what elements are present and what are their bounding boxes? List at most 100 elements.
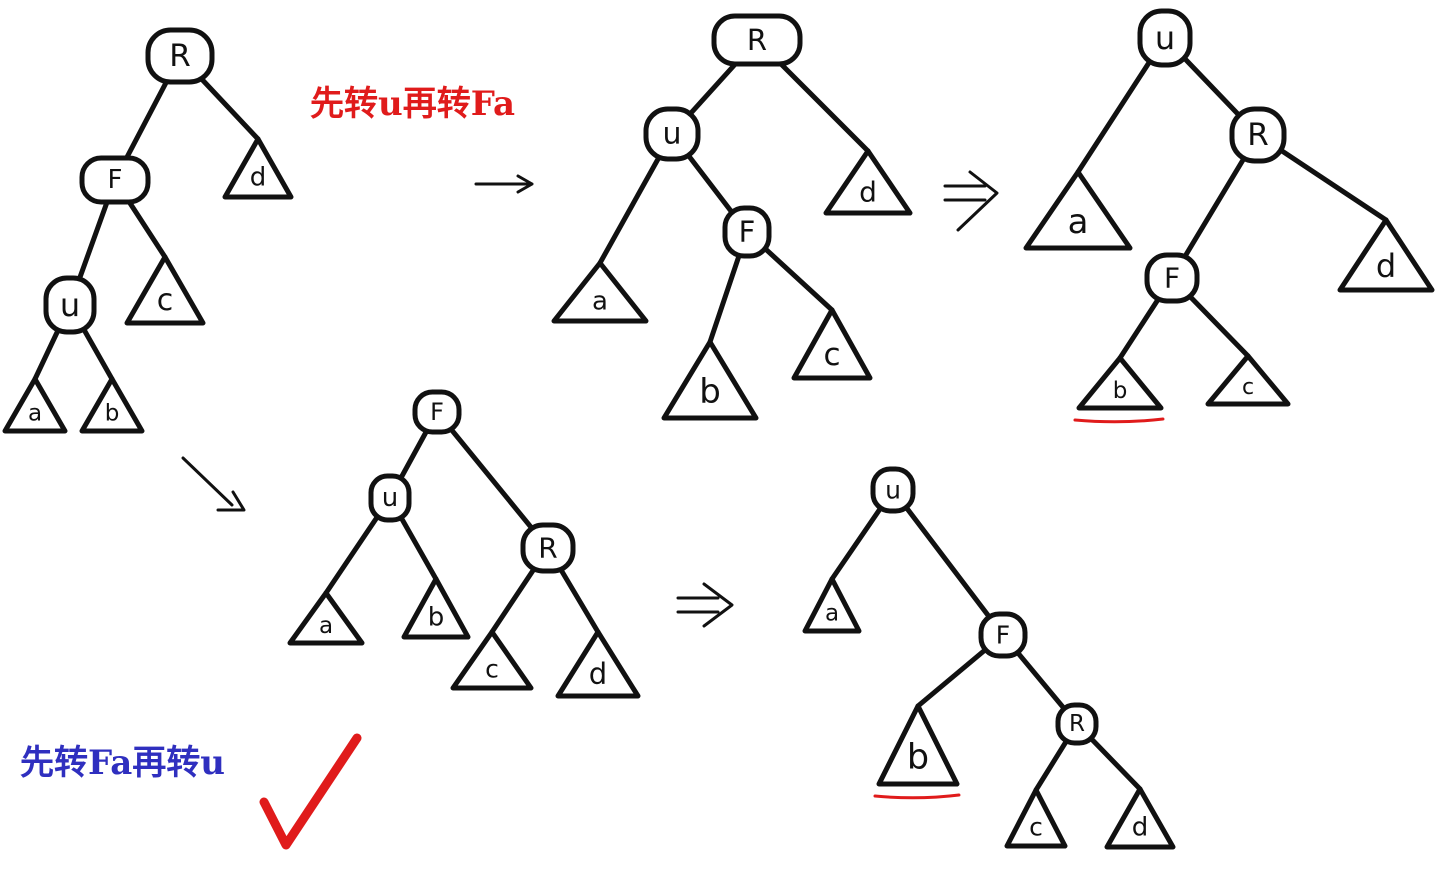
tree-node-R: R — [145, 27, 215, 85]
node-shape — [79, 155, 151, 205]
subtree-a: a — [1023, 169, 1133, 251]
subtree-triangle — [124, 254, 206, 326]
tree-node-F: F — [79, 155, 151, 205]
node-shape — [643, 106, 701, 162]
tree-node-F: F — [722, 205, 772, 259]
node-label: R — [538, 532, 557, 565]
tree-node-u: u — [643, 106, 701, 162]
node-label: c — [157, 283, 174, 318]
node-label: F — [739, 215, 756, 249]
subtree-triangle — [1104, 786, 1176, 850]
red-underline — [873, 793, 961, 800]
implies-arrow-icon — [943, 170, 999, 232]
caption-rotate-u-then-fa: 先转u再转Fa — [310, 84, 516, 124]
subtree-triangle — [1076, 355, 1164, 411]
implies-arrow-icon — [676, 582, 734, 628]
node-shape — [1055, 702, 1099, 746]
tree-node-R: R — [520, 522, 576, 574]
node-label: b — [105, 400, 120, 426]
tree-node-u: u — [870, 466, 916, 514]
subtree-c: c — [450, 629, 534, 691]
subtree-triangle — [802, 576, 862, 634]
node-shape — [43, 275, 97, 335]
node-label: b — [1113, 378, 1128, 404]
subtree-triangle — [287, 590, 365, 646]
node-shape — [368, 473, 412, 523]
node-label: d — [1376, 247, 1396, 285]
subtree-triangle — [1023, 169, 1133, 251]
node-shape — [870, 466, 916, 514]
node-label: a — [1068, 202, 1089, 242]
tree-node-F: F — [978, 611, 1028, 659]
subtree-a: a — [551, 260, 649, 324]
subtree-triangle — [551, 260, 649, 324]
tree-node-F: F — [1144, 252, 1200, 304]
subtree-triangle — [1004, 787, 1068, 849]
node-label: a — [825, 600, 839, 626]
tree-after-rotate-fa-then-u: u aFb Rc d — [802, 466, 1176, 850]
node-label: u — [60, 286, 80, 324]
subtree-c: c — [124, 254, 206, 326]
subtree-d: d — [555, 629, 641, 699]
node-label: c — [823, 337, 840, 373]
node-label: F — [430, 398, 444, 426]
subtree-a: a — [287, 590, 365, 646]
node-label: c — [1242, 375, 1254, 400]
subtree-triangle — [450, 629, 534, 691]
node-label: a — [592, 286, 608, 316]
tree-node-R: R — [1055, 702, 1099, 746]
node-label: d — [859, 175, 877, 208]
subtree-a: a — [802, 576, 862, 634]
subtree-triangle — [1205, 353, 1291, 407]
tree-after-rotate-u: Ru d a Fb c — [551, 13, 913, 421]
node-label: c — [1029, 812, 1043, 841]
node-label: d — [1132, 812, 1149, 842]
subtree-triangle — [401, 576, 471, 640]
subtree-d: d — [222, 136, 294, 200]
node-shape — [145, 27, 215, 85]
node-shape — [1144, 252, 1200, 304]
subtree-triangle — [1337, 217, 1435, 293]
node-label: R — [747, 23, 767, 57]
tree-node-u: u — [1137, 8, 1193, 68]
subtree-triangle — [79, 376, 145, 434]
node-label: F — [996, 621, 1010, 650]
node-label: c — [485, 654, 499, 683]
node-shape — [722, 205, 772, 259]
subtree-triangle — [222, 136, 294, 200]
subtree-a: a — [2, 376, 68, 434]
node-label: b — [699, 372, 721, 412]
node-shape — [978, 611, 1028, 659]
right-arrow-icon — [474, 174, 534, 194]
tree-node-R: R — [711, 13, 803, 67]
tree-node-F: F — [412, 389, 462, 435]
tree-node-u: u — [368, 473, 412, 523]
subtree-b: b — [401, 576, 471, 640]
subtree-triangle — [2, 376, 68, 434]
node-label: u — [662, 117, 681, 152]
subtree-triangle — [823, 148, 913, 216]
tree-node-u: u — [43, 275, 97, 335]
node-label: b — [907, 737, 929, 777]
node-label: u — [1155, 19, 1175, 57]
caption-rotate-fa-then-u: 先转Fa再转u — [20, 743, 226, 783]
subtree-d: d — [1337, 217, 1435, 293]
subtree-d: d — [823, 148, 913, 216]
node-label: b — [428, 602, 445, 632]
subtree-c: c — [791, 307, 873, 381]
node-label: F — [108, 165, 123, 195]
tree-node-R: R — [1229, 106, 1287, 164]
node-label: a — [28, 400, 42, 426]
node-label: R — [1247, 117, 1269, 153]
subtree-triangle — [555, 629, 641, 699]
tree-edge — [434, 409, 551, 551]
subtree-triangle — [791, 307, 873, 381]
node-label: d — [250, 162, 267, 192]
tree-edge — [890, 487, 1006, 638]
node-shape — [412, 389, 462, 435]
node-shape — [711, 13, 803, 67]
